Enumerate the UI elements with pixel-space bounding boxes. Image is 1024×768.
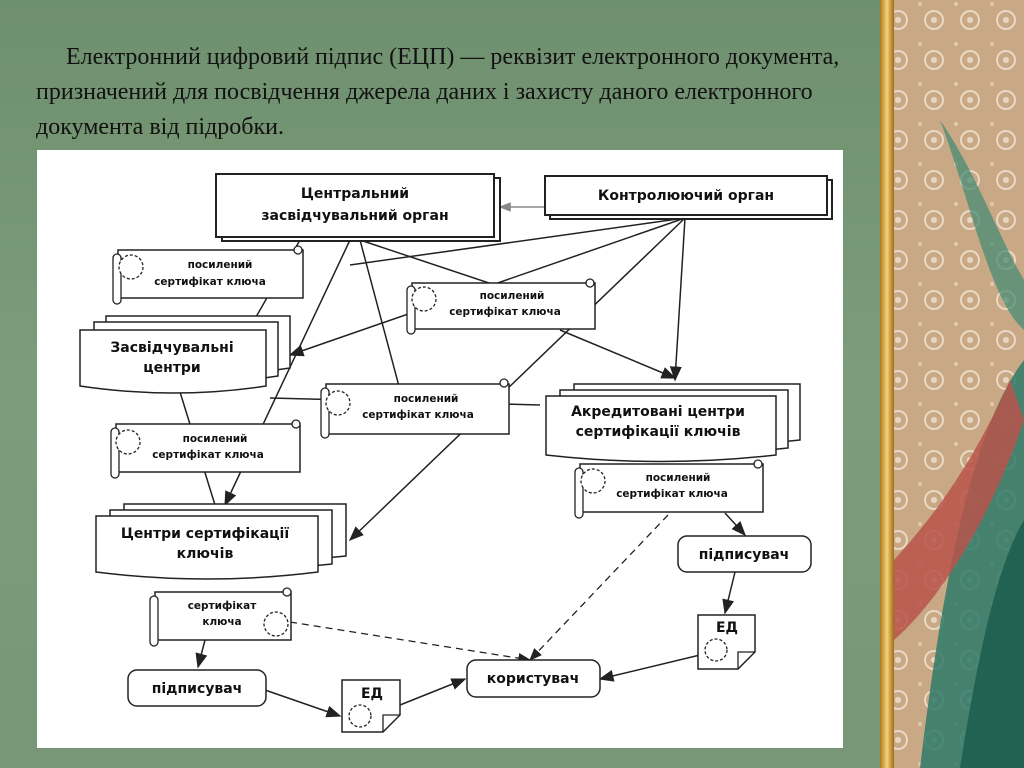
arrow-cert-to-accredited [559, 329, 677, 379]
line-central-to-cert [359, 239, 511, 291]
enhanced-cert-5-line-1: посилений [646, 472, 711, 484]
enhanced-cert-scroll-3: посилений сертифікат ключа [320, 378, 510, 439]
control-body-node: Контролюючий орган [544, 175, 833, 220]
ed-left-label: ЕД [361, 686, 383, 702]
enhanced-cert-scroll-5: посилений сертифікат ключа [574, 459, 764, 519]
accredited-centers-label-1: Акредитовані центри [571, 404, 745, 420]
certifying-centers-label-2: центри [143, 360, 201, 376]
arrow-cert-to-signer-left [195, 639, 208, 669]
enhanced-cert-3-line-2: сертифікат ключа [362, 409, 474, 421]
seal-icon [704, 638, 728, 662]
key-cert-centers-node: Центри сертифікації ключів [95, 503, 347, 580]
line-central-to-cert-mid [359, 239, 401, 391]
user-label: користувач [487, 671, 579, 687]
seal-icon [348, 704, 372, 728]
dashed-accredited-to-user [529, 514, 669, 661]
key-cert-line-1: сертифікат [188, 600, 258, 612]
ed-document-left: ЕД [341, 679, 401, 733]
enhanced-cert-4-line-1: посилений [183, 433, 248, 445]
control-body-label: Контролюючий орган [598, 188, 774, 204]
central-body-node: Центральний засвідчувальний орган [215, 173, 501, 242]
arrow-ed-to-user-right [598, 654, 701, 682]
key-cert-line-2: ключа [202, 616, 241, 628]
seal-icon [325, 390, 351, 416]
line-control-left [349, 217, 686, 266]
enhanced-cert-2-line-2: сертифікат ключа [449, 306, 561, 318]
seal-icon [263, 611, 289, 637]
signer-left-label: підписувач [152, 681, 243, 697]
enhanced-cert-1-line-2: сертифікат ключа [154, 276, 266, 288]
certifying-centers-node: Засвідчувальні центри [79, 315, 291, 394]
seal-icon [115, 429, 141, 455]
key-cert-scroll: сертифікат ключа [149, 587, 292, 647]
certifying-centers-label-1: Засвідчувальні [110, 340, 233, 356]
diagram-canvas: Центральний засвідчувальний орган Контро… [79, 173, 833, 733]
ed-document-right: ЕД [697, 614, 756, 670]
arrow-cert-to-signer-right [724, 512, 747, 537]
central-body-label-2: засвідчувальний орган [261, 208, 448, 224]
key-cert-centers-label-2: ключів [177, 546, 234, 562]
decorative-side-panel [880, 0, 1024, 768]
ecp-diagram: Центральний засвідчувальний орган Контро… [37, 150, 843, 748]
seal-icon [118, 254, 144, 280]
arrow-ed-to-user-left [399, 678, 467, 706]
signer-node-left: підписувач [127, 669, 267, 707]
enhanced-cert-scroll-2: посилений сертифікат ключа [406, 278, 596, 335]
accredited-centers-label-2: сертифікації ключів [576, 424, 741, 440]
accredited-centers-node: Акредитовані центри сертифікації ключів [545, 383, 801, 463]
arrow-control-to-keycenters [348, 217, 686, 542]
dashed-keycert-to-user [289, 621, 532, 664]
definition-sentence: Електронний цифровий підпис (ЕЦП) — рекв… [36, 44, 840, 140]
arrow-signer-to-ed-right [722, 571, 736, 615]
enhanced-cert-4-line-2: сертифікат ключа [152, 449, 264, 461]
arrow-control-to-accredited [669, 217, 686, 382]
enhanced-cert-3-line-1: посилений [394, 393, 459, 405]
seal-icon [580, 468, 606, 494]
enhanced-cert-5-line-2: сертифікат ключа [616, 488, 728, 500]
key-cert-centers-label-1: Центри сертифікації [121, 526, 290, 542]
enhanced-cert-1-line-1: посилений [188, 259, 253, 271]
dashed-lines [289, 514, 669, 664]
definition-text: Електронний цифровий підпис (ЕЦП) — рекв… [36, 40, 856, 145]
signer-node-right: підписувач [677, 535, 812, 573]
seal-icon [411, 286, 437, 312]
ed-right-label: ЕД [716, 620, 738, 636]
enhanced-cert-scroll-4: посилений сертифікат ключа [110, 419, 301, 479]
enhanced-cert-scroll-1: посилений сертифікат ключа [112, 245, 304, 305]
enhanced-cert-2-line-1: посилений [480, 290, 545, 302]
central-body-label-1: Центральний [301, 186, 409, 202]
signer-right-label: підписувач [699, 547, 790, 563]
user-node: користувач [466, 659, 601, 698]
arrow-signer-to-ed-left [264, 689, 342, 718]
